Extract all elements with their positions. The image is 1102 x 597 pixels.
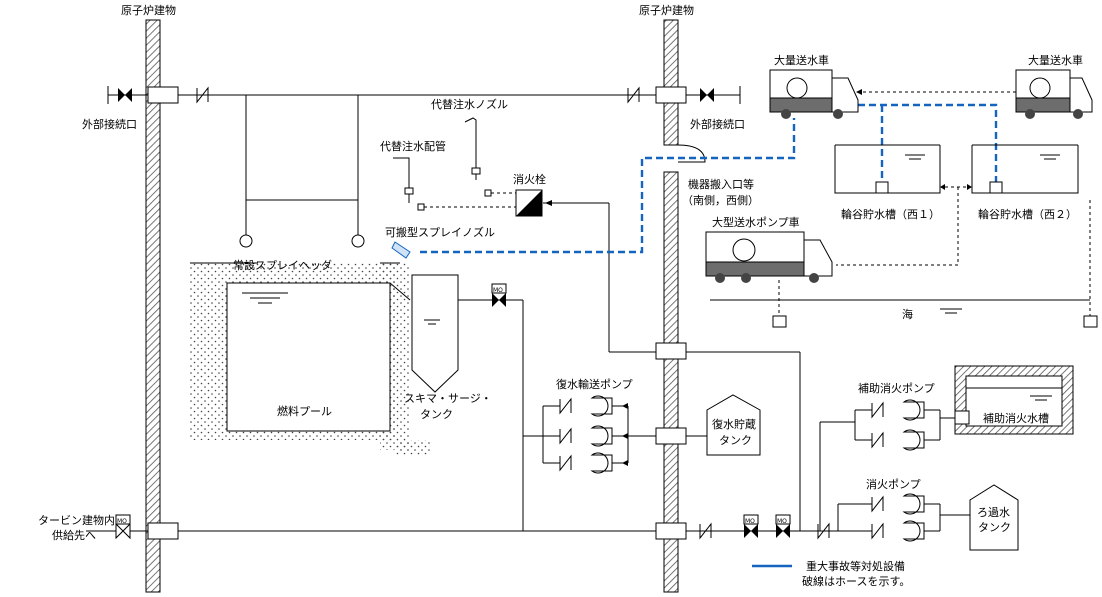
- label-fire-pump: 消火ポンプ: [866, 477, 921, 491]
- condensate-storage-tank: [706, 394, 761, 456]
- penetration: [655, 86, 687, 104]
- label-filter-tank-2: タンク: [978, 521, 1011, 534]
- valves: [115, 88, 790, 540]
- label-large-pump-truck: 大型送水ポンプ車: [712, 215, 800, 229]
- label-legend-hose: 破線はホースを示す。: [802, 574, 910, 588]
- spray-header-nozzle: [239, 234, 253, 248]
- aux-fire-pumps: [902, 399, 925, 451]
- svg-text:MO: MO: [493, 287, 503, 294]
- alt-injection-piping: [393, 117, 516, 211]
- label-aux-fire-tank: 補助消火水槽: [983, 411, 1049, 425]
- svg-text:MO: MO: [745, 518, 755, 525]
- check-valves: [196, 86, 884, 540]
- label-condensate-pump: 復水輸送ポンプ: [556, 377, 633, 391]
- label-condensate-tank-1: 復水貯蔵: [712, 418, 756, 431]
- label-wadani-tank-west2: 輪谷貯水槽（西２）: [978, 207, 1077, 221]
- label-alt-nozzle: 代替注水ノズル: [431, 97, 508, 111]
- label-turbine-supply-1: タービン建物内: [38, 513, 115, 527]
- penetration: [655, 342, 687, 360]
- svg-text:MO: MO: [117, 518, 127, 525]
- svg-text:MO: MO: [777, 518, 787, 525]
- label-condensate-tank-2: タンク: [719, 434, 752, 447]
- penetration: [147, 86, 179, 104]
- mo-actuators: MO MO MO MO: [115, 283, 791, 525]
- mass-water-truck-2: [1015, 69, 1093, 119]
- label-hydrant: 消火栓: [513, 172, 546, 186]
- fire-pumps: [902, 493, 925, 542]
- skimmer-surge-tank: [411, 274, 459, 393]
- label-equipment-entrance-1: 機器搬入口等: [688, 177, 754, 191]
- label-mass-water-truck-1: 大量送水車: [774, 53, 829, 67]
- label-reactor-building-right: 原子炉建物: [639, 3, 694, 17]
- wadani-tank-west1: [834, 144, 941, 194]
- label-filter-tank-1: ろ過水: [977, 506, 1010, 519]
- fuel-pool: [226, 282, 391, 432]
- label-turbine-supply-2: 供給先へ: [52, 528, 96, 542]
- tank-to-pump-truck: [836, 187, 959, 266]
- label-portable-spray-nozzle: 可搬型スプレイノズル: [385, 225, 495, 239]
- mass-water-truck-1: [769, 69, 859, 119]
- reactor-wall-right: [663, 19, 679, 146]
- filtered-water-tank: [969, 484, 1019, 551]
- penetration: [147, 522, 179, 540]
- portable-spray-nozzle: [391, 241, 411, 259]
- spray-header-nozzle: [351, 234, 365, 248]
- label-legend-sa: 重大事故等対処設備: [806, 559, 905, 573]
- label-ext-connection-left: 外部接続口: [82, 117, 137, 131]
- penetration: [655, 522, 687, 540]
- label-ext-connection-right: 外部接続口: [690, 117, 745, 131]
- large-pump-truck: [705, 231, 833, 283]
- wadani-tank-west2: [971, 144, 1079, 194]
- label-skimmer-tank-2: タンク: [420, 408, 453, 421]
- equipment-entrance-door: [677, 144, 706, 163]
- label-fuel-pool: 燃料プール: [277, 404, 332, 418]
- label-skimmer-tank-1: スキマ・サージ・: [404, 392, 492, 405]
- reactor-wall-left: [145, 19, 161, 593]
- condensate-pumps: [590, 395, 613, 474]
- reactor-wall-right-lower: [663, 171, 679, 593]
- label-alt-pipe: 代替注水配管: [380, 139, 446, 153]
- label-mass-water-truck-2: 大量送水車: [1028, 53, 1083, 67]
- main-piping: [86, 86, 970, 532]
- label-sea: 海: [902, 307, 913, 321]
- label-wadani-tank-west1: 輪谷貯水槽（西１）: [841, 207, 940, 221]
- label-aux-fire-pump: 補助消火ポンプ: [858, 381, 935, 395]
- label-spray-header: 常設スプレイヘッダ: [233, 258, 332, 272]
- label-equipment-entrance-2: （南側，西側）: [682, 194, 759, 207]
- label-reactor-building-left: 原子炉建物: [121, 3, 176, 17]
- penetration: [655, 427, 687, 445]
